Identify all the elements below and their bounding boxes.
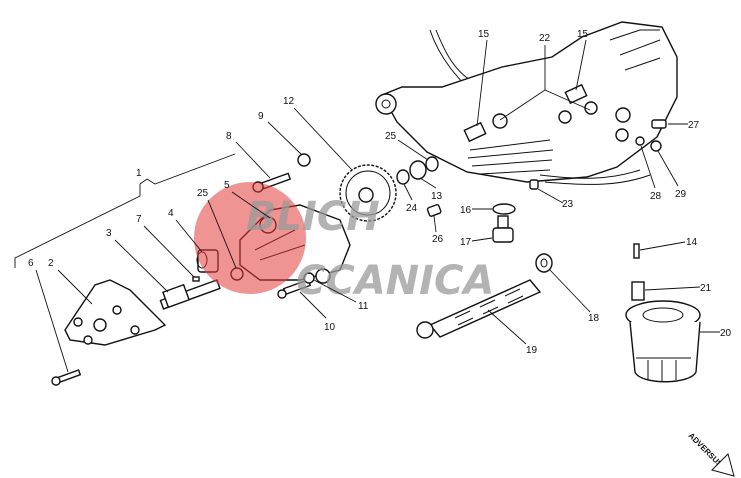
bolt-10 [277,278,312,299]
plug-23 [529,179,539,190]
pump-shaft [159,279,221,310]
leader-lines [35,39,720,373]
group-bracket-1 [14,153,236,268]
callout-24: 24 [406,203,418,214]
callout-17: 17 [460,237,472,248]
seal-13 [409,160,427,180]
stud-14 [633,243,640,259]
callout-27: 27 [688,120,700,131]
screw-6 [51,369,82,386]
callout-25a: 25 [197,188,209,199]
nozzle-26 [426,204,442,217]
callout-26: 26 [432,234,444,245]
callout-23: 23 [562,199,574,210]
callout-19: 19 [526,345,538,356]
callout-1: 1 [136,168,142,179]
svg-text:CCANICA: CCANICA [296,258,494,304]
svg-text:BLICH: BLICH [246,194,380,240]
callout-11: 11 [358,301,369,312]
callout-12: 12 [283,96,295,107]
stud-27 [651,119,667,129]
washer-11 [303,272,315,284]
callout-14: 14 [686,237,698,248]
washer-28 [635,136,645,146]
callout-10: 10 [324,322,336,333]
callout-2: 2 [48,258,54,269]
nipple-21 [631,281,645,301]
callout-25b: 25 [385,131,397,142]
callout-28: 28 [650,191,662,202]
callout-20: 20 [720,328,732,339]
key-7 [192,276,200,282]
plug-17 [492,215,514,243]
plug-29 [650,140,662,152]
callout-8: 8 [226,131,232,142]
ring-25 [425,156,439,172]
callout-4: 4 [168,208,174,219]
engine-crankcase [375,21,678,185]
washer-16 [492,203,516,215]
callout-16: 16 [460,205,472,216]
gasket-18 [535,253,553,273]
washer-9 [297,153,311,167]
callout-15b: 15 [577,29,589,40]
callout-9: 9 [258,111,264,122]
ring-24 [396,169,410,185]
callout-6: 6 [28,258,34,269]
callout-21: 21 [700,283,712,294]
callout-13: 13 [431,191,443,202]
filter-screen-19 [416,279,542,339]
pump-gear-12 [339,164,397,222]
callout-3: 3 [106,228,112,239]
callout-18: 18 [588,313,600,324]
oil-filter-20 [625,300,701,383]
callout-7: 7 [136,214,142,225]
pump-cover [64,279,167,346]
callout-labels: 1 2 3 4 5 6 7 8 9 10 11 12 13 14 15 15 1… [28,29,732,356]
callout-29: 29 [675,189,687,200]
callout-15a: 15 [478,29,490,40]
direction-marker: ADVERSUS [687,431,735,477]
callout-5: 5 [224,180,230,191]
callout-22: 22 [539,33,551,44]
